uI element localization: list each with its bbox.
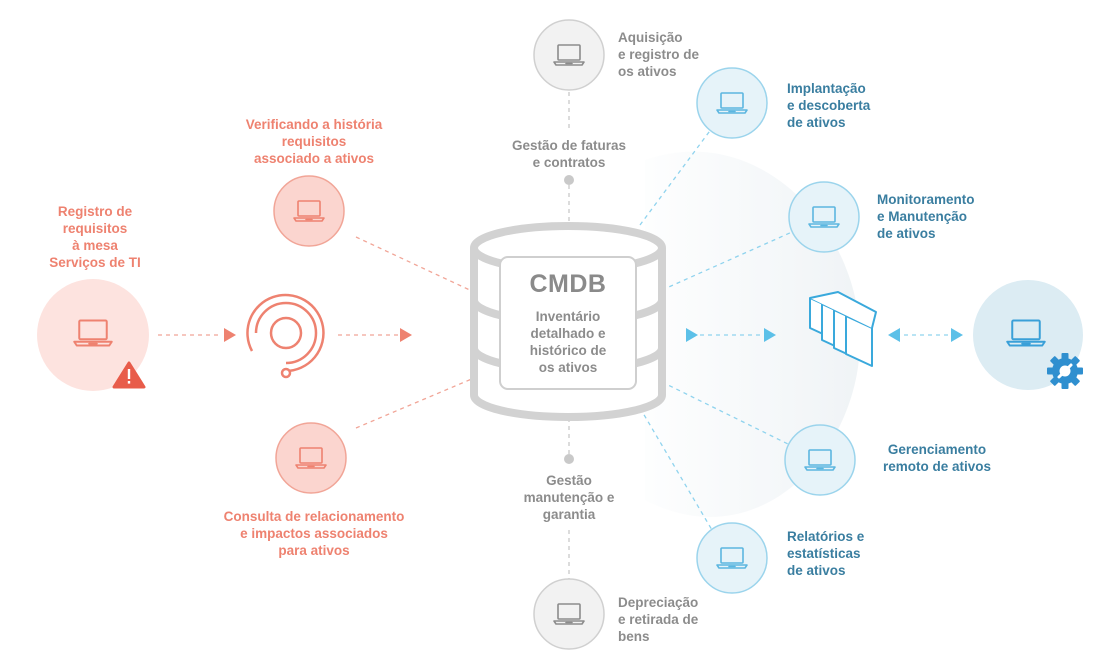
spiral-icon <box>246 293 325 379</box>
arrow-right-blue <box>764 328 776 342</box>
maintenance-node-dot <box>564 454 574 464</box>
connector-verify-core <box>355 236 475 293</box>
warning-icon <box>112 361 146 389</box>
monitoring-label: Monitoramento e Manutenção de ativos <box>877 192 975 241</box>
remote-node <box>784 424 856 496</box>
reports-node <box>696 522 768 594</box>
database-icon <box>470 222 666 421</box>
invoices-label: Gestão de faturas e contratos <box>494 137 644 171</box>
connector-consult-core <box>355 377 475 429</box>
verify-label: Verificando a história requisitos associ… <box>245 117 383 166</box>
remote-label: Gerenciamento remoto de ativos <box>882 442 992 474</box>
depreciation-label: Depreciação e retirada de bens <box>618 595 699 644</box>
verify-node <box>273 175 345 247</box>
consult-label: Consulta de relacionamento e impactos as… <box>223 509 405 558</box>
arrow-to-spiral <box>224 328 236 342</box>
tools-node <box>973 280 1083 390</box>
arrow-left-blue-2 <box>888 328 900 342</box>
invoices-node-dot <box>564 175 574 185</box>
arrow-left-blue <box>686 328 698 342</box>
deployment-label: Implantação e descoberta de ativos <box>787 81 871 130</box>
arrow-right-blue-2 <box>951 328 963 342</box>
monitoring-node <box>788 181 860 253</box>
gear-icon <box>1047 353 1083 389</box>
reports-label: Relatórios e estatísticas de ativos <box>787 529 865 578</box>
core-title: CMDB <box>529 270 607 298</box>
acquisition-node <box>533 19 605 91</box>
core-description: Inventário detalhado e histórico de os a… <box>529 309 607 375</box>
acquisition-label: Aquisição e registro de os ativos <box>618 30 700 79</box>
depreciation-node <box>533 578 605 650</box>
register-label: Registro de requisitos à mesa Serviços d… <box>49 204 141 270</box>
maintenance-label: Gestão manutenção e garantia <box>504 472 634 523</box>
arrow-to-core <box>400 328 412 342</box>
deployment-node <box>696 67 768 139</box>
stacked-layers-logo <box>809 291 877 367</box>
core-panel <box>499 256 637 390</box>
consult-node <box>275 422 347 494</box>
register-node <box>37 279 149 391</box>
